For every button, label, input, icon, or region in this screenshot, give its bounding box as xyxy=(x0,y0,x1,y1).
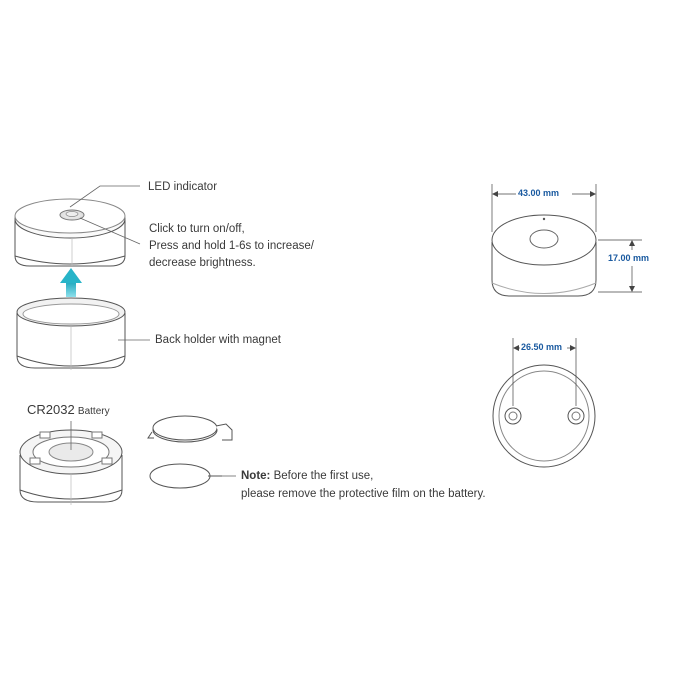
side-view-button xyxy=(529,229,559,249)
label-battery-model: CR2032 xyxy=(27,402,75,417)
protective-film xyxy=(149,463,236,489)
dimension-width xyxy=(491,184,597,232)
label-battery: CR2032 Battery xyxy=(27,401,110,420)
dimension-width-label: 43.00 mm xyxy=(518,188,560,198)
leader-lines-top xyxy=(69,185,141,245)
label-click-line2: Press and hold 1-6s to increase/ xyxy=(149,240,314,252)
dimension-magnet-spacing-label: 26.50 mm xyxy=(521,342,563,352)
label-click-line3: decrease brightness. xyxy=(149,257,256,269)
controller-top-unit xyxy=(14,198,126,267)
dimension-height-label: 17.00 mm xyxy=(608,253,650,263)
label-battery-word: Battery xyxy=(77,406,110,417)
dimension-magnet-spacing xyxy=(512,338,577,406)
battery-with-clip xyxy=(147,415,233,443)
back-holder xyxy=(16,297,126,370)
side-view xyxy=(491,214,597,297)
label-note-text1: Before the first use, xyxy=(270,470,374,482)
battery-base xyxy=(19,429,123,505)
assembly-arrow xyxy=(60,268,82,297)
dimension-height xyxy=(598,239,642,293)
label-back-holder: Back holder with magnet xyxy=(155,334,281,346)
label-click-line1: Click to turn on/off, xyxy=(149,223,245,235)
label-note-title: Note: xyxy=(241,470,271,482)
label-note-line1: Note: Before the first use, xyxy=(241,468,373,485)
label-note-line2: please remove the protective film on the… xyxy=(241,488,486,500)
back-view xyxy=(492,364,596,468)
label-led-indicator: LED indicator xyxy=(148,181,218,193)
